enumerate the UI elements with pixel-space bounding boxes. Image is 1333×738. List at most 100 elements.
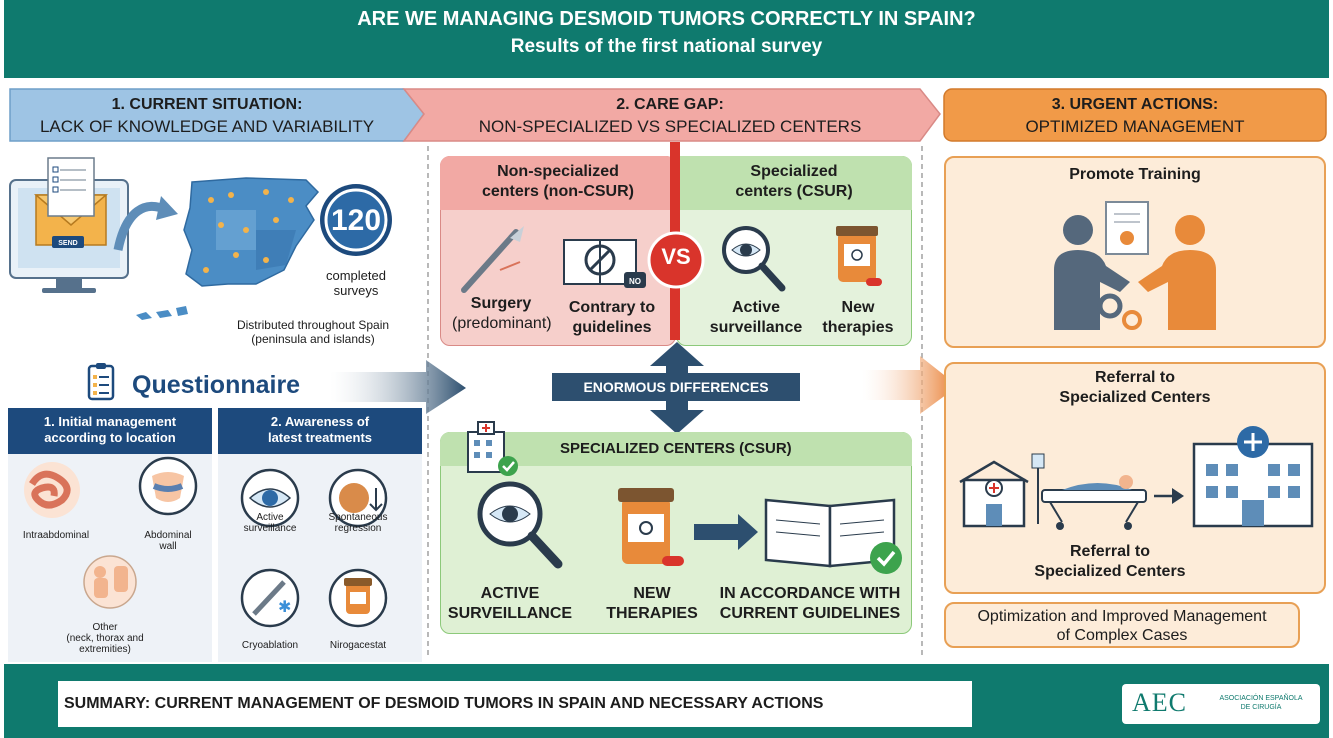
logo-line1: ASOCIACIÓN ESPAÑOLA [1219,695,1303,702]
summary-text: SUMMARY: CURRENT MANAGEMENT OF DESMOID T… [58,681,972,727]
referral-caption: Referral to Specialized Centers [1000,542,1220,582]
csur-active-line2: SURVEILLANCE [447,605,573,622]
vs-label: VS [661,244,691,269]
referral-caption-line2: Specialized Centers [1034,563,1186,580]
label-active-surveillance: Active surveillance [228,512,312,534]
surveys-count: 120 [330,204,382,237]
hospital-check-icon [467,421,518,476]
contrary-line2: guidelines [572,319,652,336]
abdominal-line1: Abdominal [144,530,192,541]
csur-accordance-label: IN ACCORDANCE WITH CURRENT GUIDELINES [712,584,908,624]
csur-active-line1: ACTIVE [480,585,540,602]
care-gap-icons: NO [461,226,882,293]
distribution-line2: (peninsula and islands) [251,332,375,346]
specialized-header: Specialized centers (CSUR) [676,156,912,210]
spain-map-icon [136,177,342,320]
orange-arrow-icon [862,356,958,414]
other-line2: (neck, thorax and [66,633,144,644]
csur-active-label: ACTIVE SURVEILLANCE [442,584,578,624]
spec-line2: centers (CSUR) [735,183,853,200]
aec-logo: AEC ASOCIACIÓN ESPAÑOLA DE CIRUGÍA [1122,684,1320,724]
questionnaire-title: Questionnaire [132,371,301,399]
referral-card: Referral to Specialized Centers [944,362,1326,594]
survey-illustration: SEND [9,157,392,320]
section1-title: 1. CURRENT SITUATION: [111,96,303,113]
box1-title-line2: according to location [44,430,176,445]
send-button-label: SEND [58,240,77,247]
medicine-bottle-icon [836,226,882,286]
csur-magnifier-icon [477,481,563,569]
active-line2: surveillance [243,523,297,534]
spont-line1: Spontaneous [328,512,388,523]
questionnaire-box-location: 1. Initial management according to locat… [8,408,212,662]
arrow-to-hospital-icon [1154,488,1184,504]
no-badge-label: NO [629,277,641,286]
nonspec-line2: centers (non-CSUR) [481,183,634,200]
label-intraabdominal: Intraabdominal [22,530,90,541]
active-line1: Active [256,512,284,523]
optimization-line2: of Complex Cases [1056,627,1188,644]
nonspecialized-header: Non-specialized centers (non-CSUR) [440,156,676,210]
csur-icons [477,481,902,574]
box2-title-line1: 2. Awareness of [270,414,370,429]
page-subtitle: Results of the first national survey [510,36,823,57]
count-label-line2: surveys [333,283,379,298]
right-arrow-icon [694,514,758,550]
enormous-differences-label: ENORMOUS DIFFERENCES [552,373,800,401]
label-nirogacestat: Nirogacestat [329,640,387,651]
banner-shape-urgent-actions [943,88,1327,142]
banner-shape-care-gap [402,88,941,142]
hospital-icon [1192,426,1314,528]
logo-line2: DE CIRUGÍA [1240,704,1282,711]
scalpel-icon [461,226,524,293]
svg-text:✱: ✱ [278,597,291,616]
spec-line1: Specialized [750,163,838,180]
section2-banner: 2. CARE GAP: NON-SPECIALIZED VS SPECIALI… [420,94,920,138]
surgery-label: Surgery (predominant) [452,294,552,334]
surgery-line1: Surgery [470,295,532,312]
active-surveillance-label: Active surveillance [704,298,808,338]
section-banners [9,88,1327,142]
abdominal-line2: wall [159,541,177,552]
stretcher-icon [1031,453,1147,530]
logo-letters: AEC [1132,688,1187,717]
csur-new-label: NEW THERAPIES [596,584,708,624]
section1-banner: 1. CURRENT SITUATION: LACK OF KNOWLEDGE … [10,94,404,138]
box2-title-line2: latest treatments [267,430,373,445]
optimization-line1: Optimization and Improved Management [977,608,1267,625]
abdominal-wall-icon [138,456,198,516]
other-location-icon [83,555,137,609]
gap-new-line1: New [841,299,875,316]
distribution-line1: Distributed throughout Spain [236,318,390,332]
new-therapies-label: New therapies [814,298,902,338]
eye-icon [240,468,300,528]
open-book-icon [764,498,902,574]
gap-active-line1: Active [731,299,781,316]
specialized-title: Specialized centers (CSUR) [676,156,912,202]
tumor-regression-icon [328,468,388,528]
csur-new-line2: THERAPIES [606,605,698,622]
referral-icons [959,426,1314,530]
intestine-icon [24,462,80,518]
referral-line2: Specialized Centers [1059,389,1211,406]
box1-title-line1: 1. Initial management [43,414,177,429]
csur-acc-line1: IN ACCORDANCE WITH [719,585,901,602]
csur-title: SPECIALIZED CENTERS (CSUR) [560,440,792,457]
section2-title: 2. CARE GAP: [616,96,724,113]
nonspecialized-title: Non-specialized centers (non-CSUR) [440,156,676,202]
questionnaire-box-treatments: 2. Awareness of latest treatments [218,408,422,662]
surveys-count-label: completed surveys [316,268,396,298]
cryoablation-icon: ✱ [240,568,300,628]
label-other-location: Other (neck, thorax and extremities) [40,622,170,655]
blue-arrow-icon [330,360,466,414]
nirogacestat-icon [328,568,388,628]
label-cryoablation: Cryoablation [241,640,299,651]
clinic-icon [959,460,1029,528]
section3-subtitle: OPTIMIZED MANAGEMENT [1025,117,1245,136]
csur-header [440,432,912,466]
contrary-label: Contrary to guidelines [556,298,668,338]
section3-title: 3. URGENT ACTIONS: [1051,96,1219,113]
referral-title: Referral to Specialized Centers [946,364,1324,408]
header-banner: ARE WE MANAGING DESMOID TUMORS CORRECTLY… [4,0,1329,78]
other-line3: extremities) [79,644,131,655]
